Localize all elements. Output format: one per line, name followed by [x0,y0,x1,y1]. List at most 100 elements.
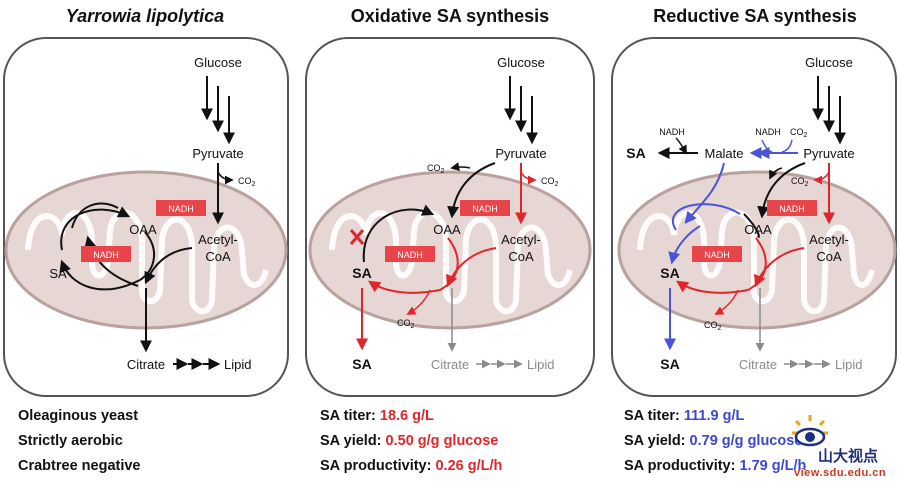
sa-top-label: SA [626,145,645,161]
acetyl-label: Acetyl- [809,232,849,247]
nadh-label-1: NADH [779,204,805,214]
facts-reductive: SA titer: 111.9 g/L SA yield: 0.79 g/g g… [624,404,806,479]
oaa-label: OAA [744,222,772,237]
co2-label: CO2 [704,320,722,332]
fact-label: SA titer: [624,408,684,424]
glucose-label: Glucose [805,55,853,70]
coa-label: CoA [508,249,534,264]
panel-title-yarrowia: Yarrowia lipolytica [65,6,225,26]
glucose-label: Glucose [497,55,545,70]
cell-boundary [3,37,289,397]
co2-subscript: 2 [804,132,808,139]
co2-subscript: 2 [411,323,415,330]
coa-label: CoA [816,249,842,264]
lipid-label: Lipid [527,357,554,372]
fact-productivity: SA productivity: 0.26 g/L/h [320,454,502,479]
co2-label: CO2 [541,176,559,188]
watermark-cn: 山大视点 [818,447,879,465]
fact-titer: SA titer: 111.9 g/L [624,404,806,429]
nadh-label-1: NADH [168,204,194,214]
nadh-box-1 [767,200,817,216]
fact-yield: SA yield: 0.50 g/g glucose [320,429,502,454]
panel-title-oxidative: Oxidative SA synthesis [350,6,550,26]
cell-boundary [611,37,897,397]
sa-export-label: SA [660,356,679,372]
fact-line: Strictly aerobic [18,433,123,449]
oaa-label: OAA [433,222,461,237]
nadh-label-2: NADH [397,250,423,260]
nadh-box-2 [385,246,435,262]
citrate-label: Citrate [127,357,165,372]
fact-titer: SA titer: 18.6 g/L [320,404,502,429]
citrate-label: Citrate [431,357,469,372]
eye-logo-icon [792,415,828,447]
co2-text: CO [704,320,718,330]
fact-value: 0.26 g/L/h [435,458,503,474]
panel-oxidative [305,37,595,397]
malate-label: Malate [704,146,743,161]
cell-boundary [305,37,595,397]
co2-label: CO2 [791,176,809,188]
mitochondrion [617,170,897,330]
co2-text: CO [790,127,804,137]
fact-label: SA titer: [320,408,380,424]
nadh-box-1 [460,200,510,216]
co2-subscript: 2 [805,181,809,188]
co2-text: CO [397,318,411,328]
oaa-label: OAA [129,222,157,237]
lipid-label: Lipid [224,357,251,372]
nadh-box-1 [156,200,206,216]
co2-subscript: 2 [718,325,722,332]
co2-subscript: 2 [441,168,445,175]
facts-oxidative: SA titer: 18.6 g/L SA yield: 0.50 g/g gl… [320,404,502,479]
co2-label: CO2 [790,127,808,139]
fact-value: 18.6 g/L [379,408,434,424]
watermark: 山大视点 view.sdu.edu.cn [770,405,900,485]
nadh-label-2: NADH [93,250,119,260]
sa-label: SA [660,265,679,281]
co2-label: CO2 [238,176,256,188]
co2-subscript: 2 [555,181,559,188]
coa-label: CoA [205,249,231,264]
acetyl-label: Acetyl- [501,232,541,247]
citrate-label: Citrate [739,357,777,372]
nadh-label-2: NADH [704,250,730,260]
fact-line: Oleaginous yeast [18,408,139,424]
co2-label: CO2 [427,163,445,175]
fact-label: SA yield: [624,433,690,449]
panel-title-reductive: Reductive SA synthesis [653,6,857,26]
pyruvate-label: Pyruvate [803,146,854,161]
nadh-small-label: NADH [755,127,781,137]
nadh-small-label: NADH [659,127,685,137]
panel-yarrowia [3,37,289,397]
co2-text: CO [541,176,555,186]
co2-label: CO2 [397,318,415,330]
mitochondrion [308,170,592,330]
sa-label: SA [352,265,371,281]
glucose-label: Glucose [194,55,242,70]
watermark-url: view.sdu.edu.cn [794,467,887,479]
fact-yield: SA yield: 0.79 g/g glucose [624,429,806,454]
pyruvate-label: Pyruvate [495,146,546,161]
co2-text: CO [791,176,805,186]
fact-value: 1.79 g/L/h [739,458,807,474]
panel-reductive [611,37,897,397]
sa-export-label: SA [352,356,371,372]
fact-productivity: SA productivity: 1.79 g/L/h [624,454,806,479]
co2-text: CO [427,163,441,173]
sa-label: SA [49,266,67,281]
co2-subscript: 2 [252,181,256,188]
fact-value: 0.79 g/g glucose [689,433,803,449]
fact-value: 111.9 g/L [683,408,745,424]
fact-label: SA productivity: [624,458,740,474]
nadh-box-2 [81,246,131,262]
acetyl-label: Acetyl- [198,232,238,247]
co2-text: CO [238,176,252,186]
fact-line: Crabtree negative [18,458,141,474]
fact-value: 0.50 g/g glucose [385,433,499,449]
lipid-label: Lipid [835,357,862,372]
fact-label: SA productivity: [320,458,436,474]
facts-yarrowia: Oleaginous yeast Strictly aerobic Crabtr… [18,404,141,479]
fact-label: SA yield: [320,433,386,449]
nadh-box-2 [692,246,742,262]
